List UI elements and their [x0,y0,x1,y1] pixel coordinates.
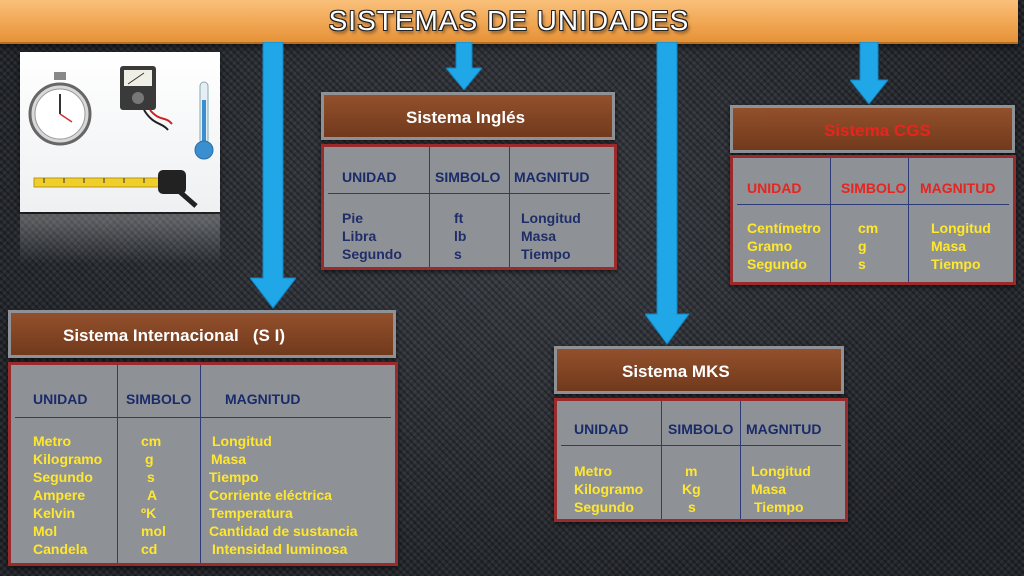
list-item: lb [454,228,467,244]
list-item: g [145,451,154,467]
list-item: cd [141,541,158,557]
ingles-magnitudes: Longitud Masa Tiempo [521,209,581,263]
list-item: Tiempo [931,256,981,272]
ingles-table: UNIDAD SIMBOLO MAGNITUD Pie Libra Segund… [321,144,617,270]
page-title: SISTEMAS DE UNIDADES [328,5,690,36]
list-item: Tiempo [754,499,804,515]
si-header-magnitud: MAGNITUD [225,391,301,407]
si-header: Sistema Internacional (S I) [8,310,396,358]
list-item: Segundo [747,256,807,272]
ingles-unidades: Pie Libra Segundo [342,209,402,263]
list-item: Masa [521,228,557,244]
list-item: cm [141,433,162,449]
mks-header-magnitud: MAGNITUD [746,421,822,437]
list-item: Ampere [33,487,86,503]
arrow-down-icon [250,42,296,309]
cgs-header-simbolo: SIMBOLO [841,180,907,196]
list-item: cm [858,220,879,236]
list-item: Kilogramo [33,451,103,467]
ingles-header: Sistema Inglés [321,92,615,140]
arrow-down-icon [645,42,689,345]
list-item: Segundo [342,246,402,262]
list-item: Segundo [574,499,634,515]
list-item: Masa [751,481,787,497]
si-simbolos: cm g s A ºK mol cd [141,432,166,558]
cgs-title: Sistema CGS [824,121,931,140]
list-item: Candela [33,541,88,557]
list-item: Longitud [212,433,272,449]
list-item: Tiempo [209,469,259,485]
cgs-header: Sistema CGS [730,105,1015,153]
mks-simbolos: m Kg s [682,462,701,516]
list-item: Masa [211,451,247,467]
ingles-simbolos: ft lb s [454,209,466,263]
list-item: mol [141,523,166,539]
cgs-header-magnitud: MAGNITUD [920,180,996,196]
list-item: Longitud [521,210,581,226]
list-item: Mol [33,523,58,539]
arrow-down-icon [446,42,482,91]
mks-magnitudes: Longitud Masa Tiempo [751,462,811,516]
ingles-title: Sistema Inglés [406,108,526,127]
mks-title: Sistema MKS [622,362,730,381]
list-item: ft [454,210,464,226]
list-item: m [685,463,698,479]
cgs-magnitudes: Longitud Masa Tiempo [931,219,991,273]
list-item: Tiempo [521,246,571,262]
list-item: Longitud [931,220,991,236]
list-item: g [858,238,867,254]
si-unidades: Metro Kilogramo Segundo Ampere Kelvin Mo… [33,432,102,558]
si-header-unidad: UNIDAD [33,391,88,407]
mks-header-unidad: UNIDAD [574,421,629,437]
mks-header-simbolo: SIMBOLO [668,421,734,437]
list-item: A [147,487,158,503]
mks-header: Sistema MKS [554,346,844,394]
thermometer-icon [194,81,214,160]
list-item: Cantidad de sustancia [209,523,358,539]
title-bar: SISTEMAS DE UNIDADES [0,0,1018,44]
cgs-unidades: Centímetro Gramo Segundo [747,219,821,273]
list-item: Corriente eléctrica [209,487,332,503]
list-item: s [147,469,155,485]
list-item: ºK [141,505,157,521]
multimeter-icon [120,66,173,131]
list-item: Libra [342,228,377,244]
ingles-header-simbolo: SIMBOLO [435,169,501,185]
list-item: Pie [342,210,364,226]
si-title: Sistema Internacional (S I) [63,326,286,345]
si-magnitudes: Longitud Masa Tiempo Corriente eléctrica… [209,432,358,558]
stopwatch-icon [28,72,92,146]
list-item: Longitud [751,463,811,479]
ingles-header-unidad: UNIDAD [342,169,397,185]
list-item: Intensidad luminosa [212,541,348,557]
mks-unidades: Metro Kilogramo Segundo [574,462,643,516]
image-reflection [20,214,220,264]
list-item: Segundo [33,469,93,485]
list-item: Kilogramo [574,481,644,497]
cgs-simbolos: cm g s [858,219,878,273]
list-item: Masa [931,238,967,254]
list-item: Kelvin [33,505,76,521]
list-item: Temperatura [209,505,293,521]
mks-table: UNIDAD SIMBOLO MAGNITUD Metro Kilogramo … [554,398,848,522]
list-item: Metro [574,463,613,479]
instruments-image [20,52,220,212]
list-item: Gramo [747,238,793,254]
cgs-header-unidad: UNIDAD [747,180,802,196]
list-item: s [858,256,866,272]
arrow-down-icon [850,42,888,105]
tape-measure-icon [33,170,198,208]
ingles-header-magnitud: MAGNITUD [514,169,590,185]
si-table: UNIDAD SIMBOLO MAGNITUD Metro Kilogramo … [8,362,398,566]
list-item: s [454,246,462,262]
cgs-table: UNIDAD SIMBOLO MAGNITUD Centímetro Gramo… [730,155,1016,285]
list-item: Kg [682,481,701,497]
list-item: Centímetro [747,220,821,236]
list-item: s [688,499,696,515]
list-item: Metro [33,433,72,449]
si-header-simbolo: SIMBOLO [126,391,192,407]
